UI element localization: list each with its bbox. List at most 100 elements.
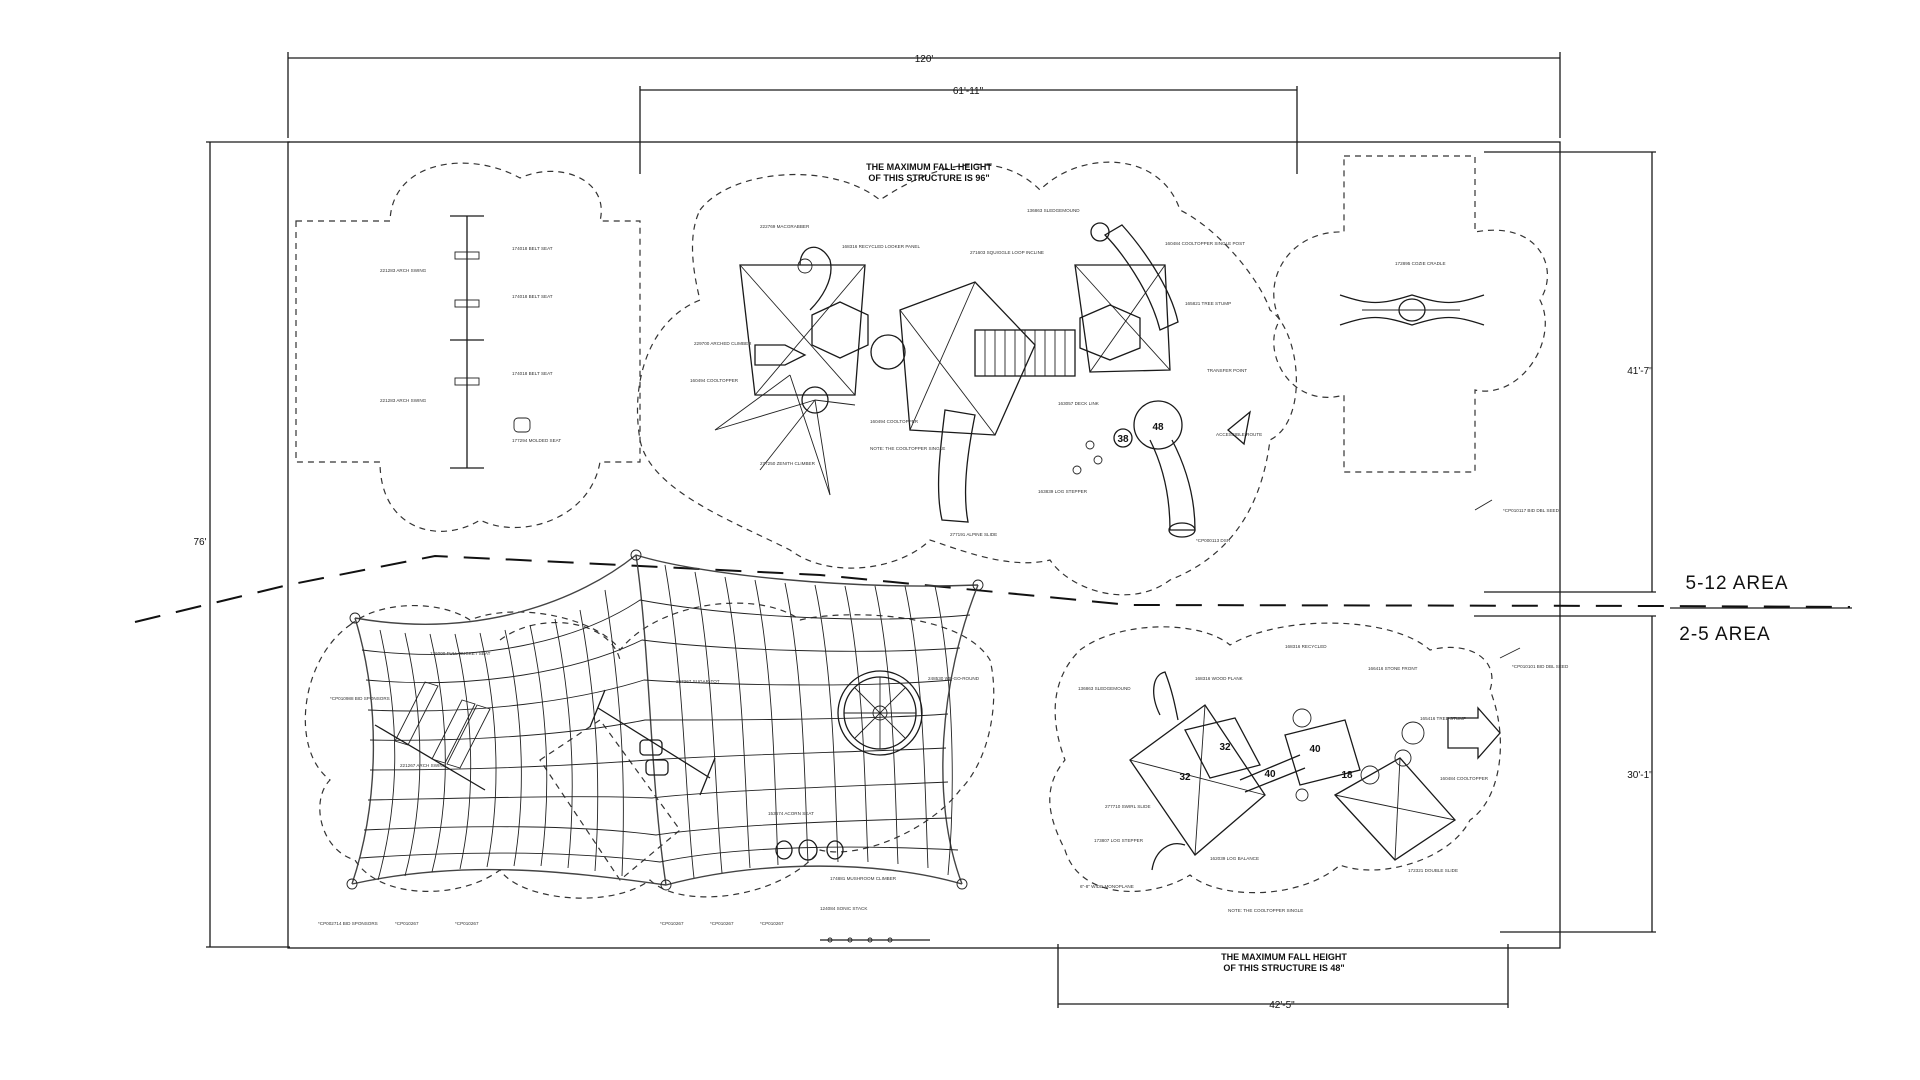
- svg-text:*CP002714 BID SPONSORS: *CP002714 BID SPONSORS: [318, 921, 378, 926]
- corkscrew-climber: [799, 246, 832, 311]
- svg-text:160484 COOLTOPPER SINGLE POST: 160484 COOLTOPPER SINGLE POST: [1165, 241, 1245, 246]
- dimension-overall-height: 76': [193, 141, 290, 948]
- dim-76: 76': [193, 537, 206, 548]
- svg-text:162039 LOG BALANCE: 162039 LOG BALANCE: [1210, 856, 1259, 861]
- area-divider-line: [134, 554, 1852, 623]
- svg-text:*CP000113 DSR: *CP000113 DSR: [1196, 538, 1231, 543]
- rotating-wheel: [837, 670, 923, 756]
- svg-text:136863 SLEDGEMOUND: 136863 SLEDGEMOUND: [1078, 686, 1131, 691]
- svg-text:168316 RECYCLED LOOKER PANEL: 168316 RECYCLED LOOKER PANEL: [842, 244, 920, 249]
- svg-text:160484 COOLTOPPER: 160484 COOLTOPPER: [1440, 776, 1489, 781]
- net-play-area: 176000 FULL BUCKET SEAT 221267 ARCH SWIN…: [304, 549, 995, 943]
- dim-120: 120': [915, 54, 934, 65]
- svg-text:*CP010988 BID SPONSORS: *CP010988 BID SPONSORS: [330, 696, 390, 701]
- svg-text:177294 MOLDED SEAT: 177294 MOLDED SEAT: [512, 438, 561, 443]
- svg-text:*CP010267: *CP010267: [710, 921, 734, 926]
- net-anchor-posts: [346, 549, 984, 891]
- play-structure-2-5: THE MAXIMUM FALL HEIGHT OF THIS STRUCTUR…: [1049, 622, 1501, 973]
- shade-net: [351, 554, 979, 886]
- deck-hex-right: [1079, 304, 1141, 361]
- playground-boundary: [287, 141, 1561, 949]
- deck-hex-left: [811, 301, 869, 359]
- dimension-5-12-height: 41'-7": [1484, 151, 1656, 593]
- svg-text:174018 BELT SEAT: 174018 BELT SEAT: [512, 246, 553, 251]
- svg-text:271603 SQUIGGLE LOOP INCLINE: 271603 SQUIGGLE LOOP INCLINE: [970, 250, 1044, 255]
- svg-text:229700 ARCHED CLIMBER: 229700 ARCHED CLIMBER: [694, 341, 752, 346]
- svg-text:NOTE: THE COOLTOPPER SINGLE: NOTE: THE COOLTOPPER SINGLE: [870, 446, 945, 451]
- svg-text:NOTE: THE COOLTOPPER SINGLE: NOTE: THE COOLTOPPER SINGLE: [1228, 908, 1303, 913]
- svg-text:*CP010117 BID DBL SEED: *CP010117 BID DBL SEED: [1503, 508, 1560, 513]
- label-2-5-area: 2-5 AREA: [1679, 624, 1770, 645]
- accessible-route-arrow-2-5: [1447, 706, 1501, 760]
- curvy-slide: [1153, 671, 1179, 721]
- accessible-route-arrow: [1226, 410, 1251, 446]
- roof-2-5-right: [1333, 757, 1456, 861]
- play-structure-5-12: THE MAXIMUM FALL HEIGHT OF THIS STRUCTUR…: [636, 161, 1297, 596]
- svg-text:222769 MACGRABBER: 222769 MACGRABBER: [760, 224, 810, 229]
- svg-text:277191 ALPINE SLIDE: 277191 ALPINE SLIDE: [950, 532, 997, 537]
- deck-height-38: 38: [1117, 434, 1129, 445]
- svg-text:*CP010267: *CP010267: [660, 921, 684, 926]
- arched-climber: [754, 344, 807, 366]
- svg-text:TRANSFER POINT: TRANSFER POINT: [1207, 368, 1247, 373]
- svg-text:OF THIS STRUCTURE IS 96": OF THIS STRUCTURE IS 96": [868, 173, 989, 183]
- svg-text:277250 ZENITH CLIMBER: 277250 ZENITH CLIMBER: [760, 461, 816, 466]
- svg-text:*CP010267: *CP010267: [455, 921, 479, 926]
- deck-height-18: 18: [1341, 770, 1353, 781]
- deck-height-40a: 40: [1309, 744, 1321, 755]
- svg-text:163839 LOG STEPPER: 163839 LOG STEPPER: [1038, 489, 1088, 494]
- deck-height-32a: 32: [1219, 742, 1231, 753]
- svg-text:166416 STONE FRONT: 166416 STONE FRONT: [1368, 666, 1418, 671]
- deck-2-5-b: [1284, 719, 1361, 786]
- svg-text:165821 TREE STUMP: 165821 TREE STUMP: [1185, 301, 1231, 306]
- svg-text:172895 COZIE CRADLE: 172895 COZIE CRADLE: [1395, 261, 1446, 266]
- svg-text:*CP010101 BID DBL SEED: *CP010101 BID DBL SEED: [1512, 664, 1569, 669]
- deck-round: [870, 334, 906, 370]
- deck-height-48: 48: [1152, 422, 1164, 433]
- alpine-slide: [937, 409, 976, 523]
- swing-area: 174018 BELT SEAT 174018 BELT SEAT 174018…: [295, 162, 641, 532]
- tube-slide: [1113, 400, 1196, 538]
- svg-text:174018 BELT SEAT: 174018 BELT SEAT: [512, 294, 553, 299]
- svg-text:160494 COOLTOPPER: 160494 COOLTOPPER: [690, 378, 739, 383]
- svg-text:ACCESSIBLE ROUTE: ACCESSIBLE ROUTE: [1216, 432, 1262, 437]
- roof-right: [1074, 264, 1171, 373]
- roof-2-5-left: [1129, 704, 1266, 856]
- svg-text:221267 ARCH SWING: 221267 ARCH SWING: [400, 763, 447, 768]
- roof-left: [739, 264, 866, 396]
- cozy-cradle: [1339, 294, 1485, 326]
- deck-2-5-a: [1184, 717, 1261, 779]
- spinner-area: 172895 COZIE CRADLE: [1273, 155, 1548, 473]
- svg-text:248530 WE-GO-ROUND: 248530 WE-GO-ROUND: [928, 676, 980, 681]
- svg-text:165416 TREE STUMP: 165416 TREE STUMP: [1420, 716, 1466, 721]
- wiggle-slide: [1151, 843, 1186, 871]
- dim-41-7: 41'-7": [1627, 366, 1653, 377]
- dim-30-1: 30'-1": [1627, 770, 1653, 781]
- svg-text:227267 SUGAR-TOT: 227267 SUGAR-TOT: [676, 679, 720, 684]
- dimension-structure-2-5-width: 42'-5": [1057, 944, 1509, 1011]
- svg-text:136863 SLEDGEMOUND: 136863 SLEDGEMOUND: [1027, 208, 1080, 213]
- svg-text:176000 FULL BUCKET SEAT: 176000 FULL BUCKET SEAT: [430, 651, 491, 656]
- fall-height-note-48: THE MAXIMUM FALL HEIGHT: [1221, 952, 1347, 962]
- svg-text:163057 DECK LINK: 163057 DECK LINK: [1058, 401, 1100, 406]
- toddler-swing: [374, 681, 491, 791]
- roof-center: [899, 281, 1036, 436]
- svg-text:174881 MUSHROOM CLIMBER: 174881 MUSHROOM CLIMBER: [830, 876, 897, 881]
- svg-text:160494 COOLTOPPER: 160494 COOLTOPPER: [870, 419, 919, 424]
- dimension-2-5-height: 30'-1": [1474, 615, 1656, 933]
- svg-text:153674 ACORN SEAT: 153674 ACORN SEAT: [768, 811, 814, 816]
- svg-text:168316 WOOD PLANK: 168316 WOOD PLANK: [1195, 676, 1244, 681]
- svg-text:*CP010267: *CP010267: [395, 921, 419, 926]
- svg-text:124084 SONIC STACK: 124084 SONIC STACK: [820, 906, 868, 911]
- svg-text:277710 SWIRL SLIDE: 277710 SWIRL SLIDE: [1105, 804, 1151, 809]
- dimension-overall-width: 120': [287, 52, 1561, 138]
- svg-text:173807 LOG STEPPER: 173807 LOG STEPPER: [1094, 838, 1144, 843]
- fall-height-note-96: THE MAXIMUM FALL HEIGHT: [866, 162, 992, 172]
- svg-text:*CP010267: *CP010267: [760, 921, 784, 926]
- svg-text:168316 RECYCLED: 168316 RECYCLED: [1285, 644, 1327, 649]
- swing-seat: [454, 251, 531, 433]
- dimension-structure-5-12-width: 61'-11": [639, 86, 1298, 174]
- clatter-bridge: [974, 329, 1076, 377]
- svg-text:172321 DOUBLE SLIDE: 172321 DOUBLE SLIDE: [1408, 868, 1458, 873]
